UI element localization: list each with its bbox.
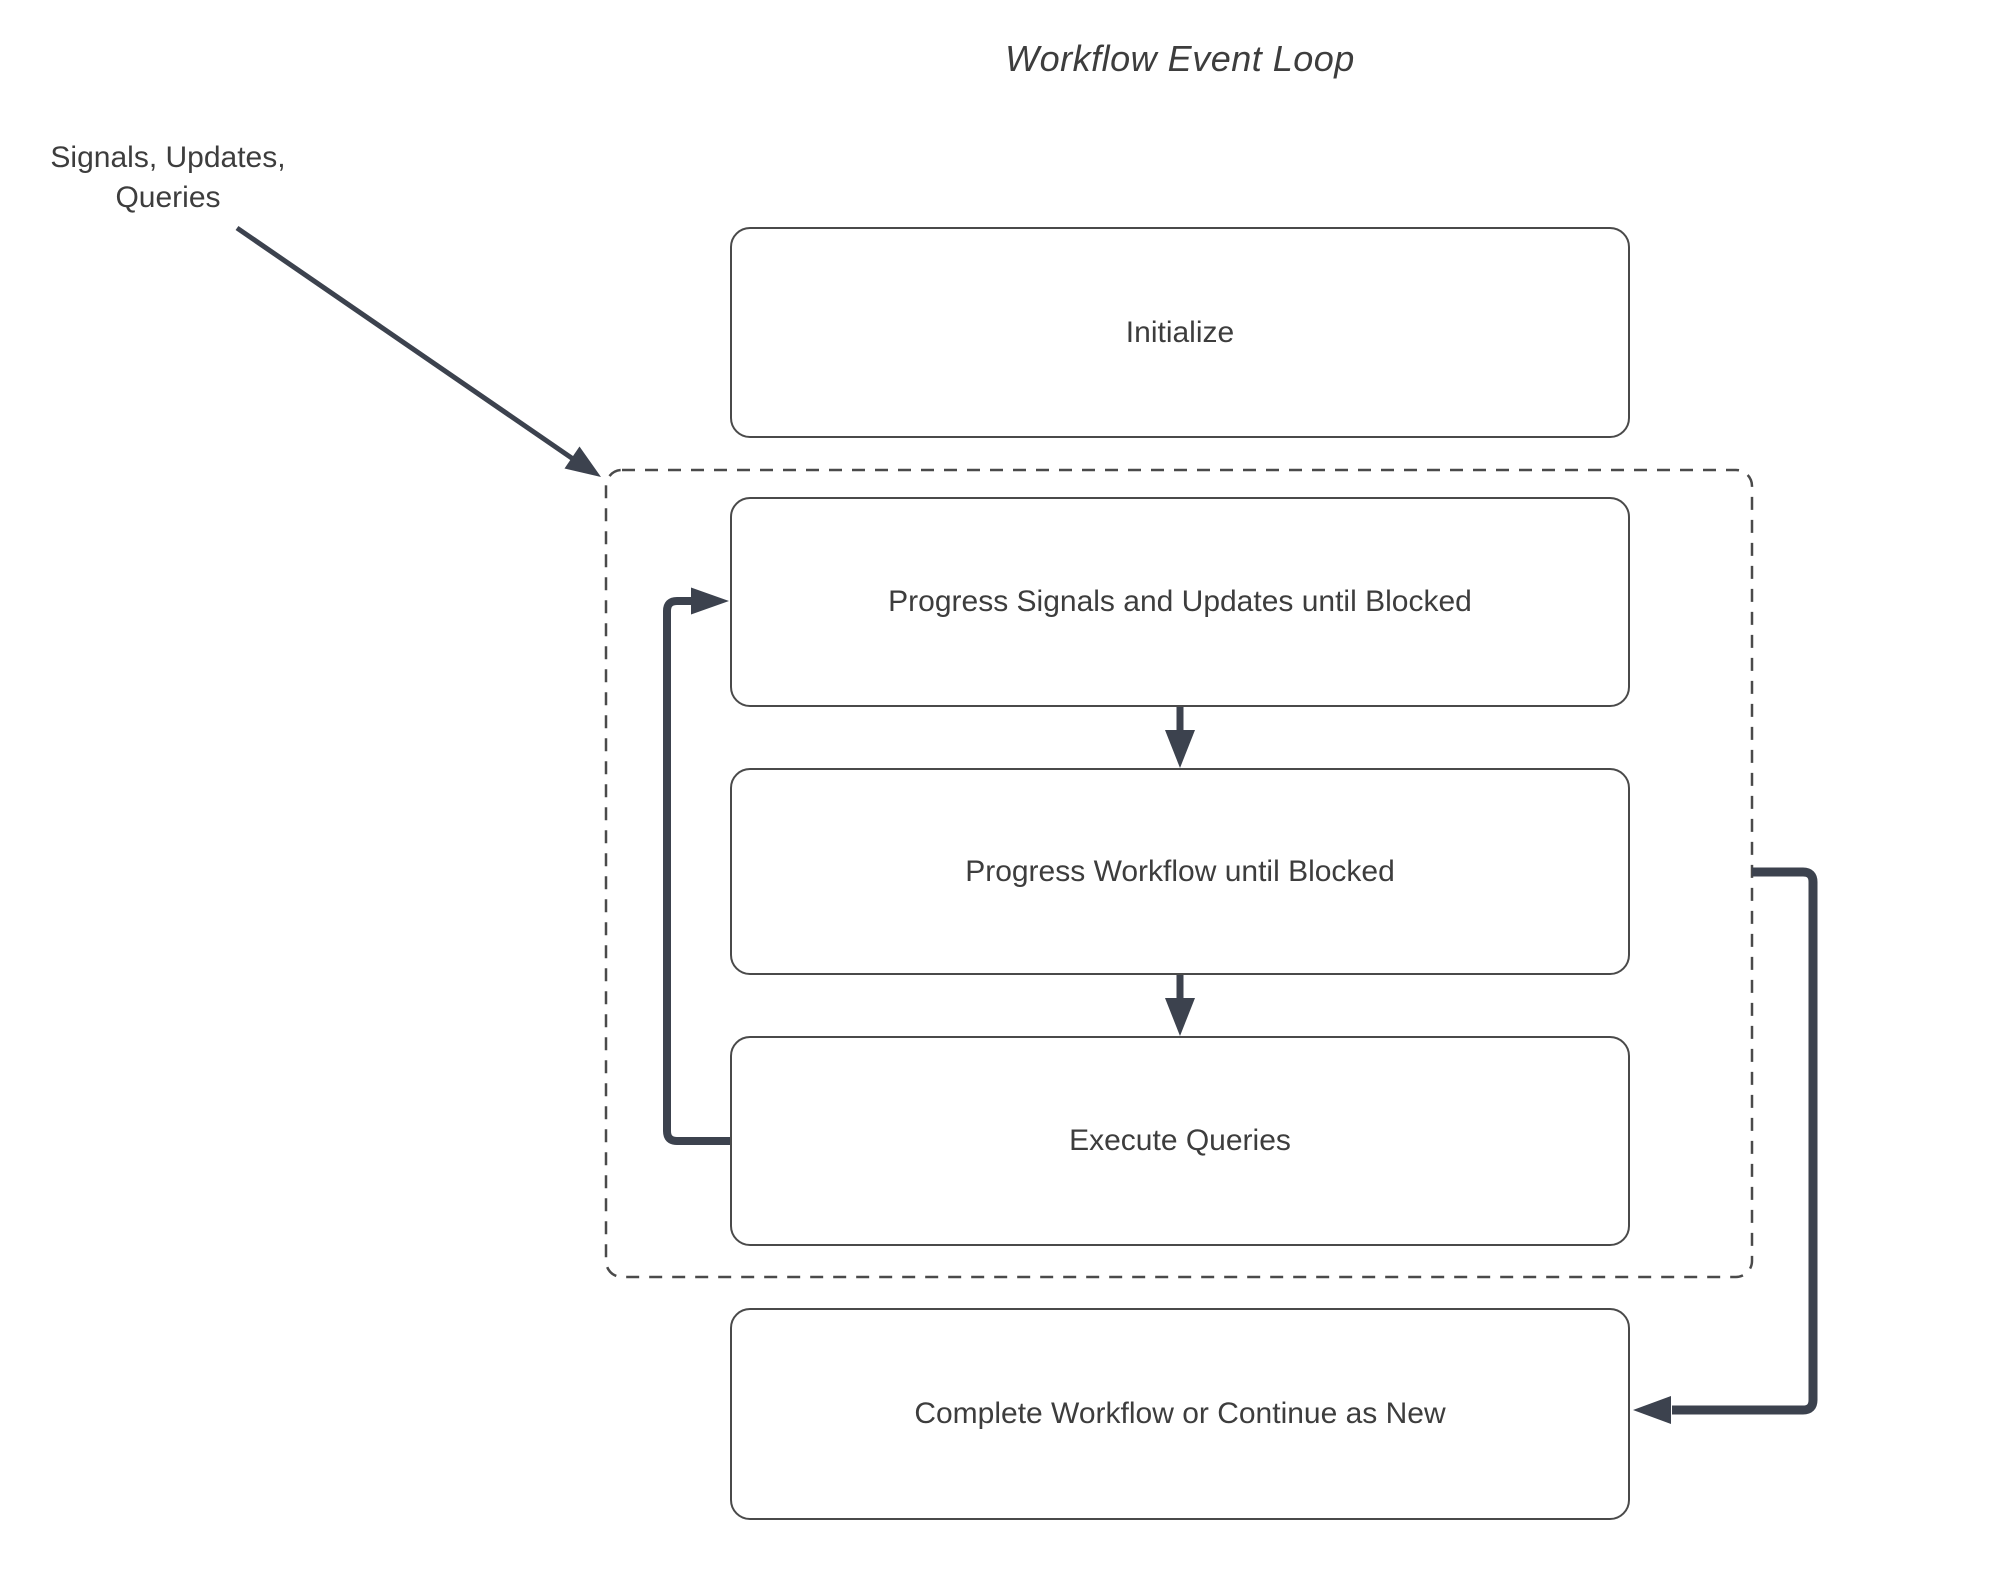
arrow-workflow-to-execute-queries: [1165, 975, 1195, 1036]
node-progress-signals-label: Progress Signals and Updates until Block…: [888, 585, 1472, 618]
annotation-line-1: Signals, Updates,: [50, 141, 286, 174]
continue-as-new-arrow: [1633, 867, 1818, 1424]
node-execute-queries-label: Execute Queries: [1069, 1124, 1291, 1157]
annotation-signals-updates-queries: Signals, Updates, Queries: [28, 138, 308, 218]
node-complete-label: Complete Workflow or Continue as New: [914, 1397, 1446, 1430]
diagram-title: Workflow Event Loop: [1005, 38, 1355, 79]
node-progress-workflow-label: Progress Workflow until Blocked: [965, 854, 1395, 888]
node-initialize-label: Initialize: [1125, 315, 1235, 349]
node-progress-workflow: Progress Workflow until Blocked: [730, 768, 1630, 975]
signals-input-arrow: [235, 225, 601, 477]
node-execute-queries: Execute Queries: [730, 1036, 1630, 1246]
node-complete: Complete Workflow or Continue as New: [730, 1308, 1630, 1520]
loop-back-arrow: [663, 587, 730, 1145]
annotation-line-2: Queries: [115, 181, 221, 214]
node-progress-signals: Progress Signals and Updates until Block…: [730, 497, 1630, 707]
arrow-progress-signals-to-workflow: [1165, 707, 1195, 768]
node-initialize: Initialize: [730, 227, 1630, 438]
